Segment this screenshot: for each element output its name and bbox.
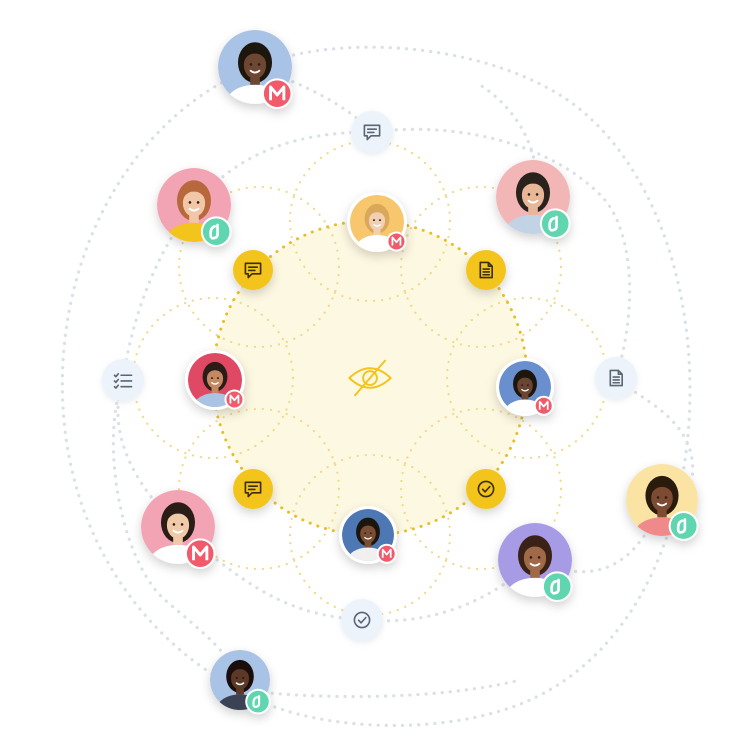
avatar-woman-curly-glasses (498, 523, 573, 602)
brand-m-badge (224, 389, 245, 410)
avatar-man-beard (496, 160, 571, 239)
check-circle-icon (353, 611, 371, 629)
inner-orbit-circle (177, 185, 341, 349)
orbit-line (238, 678, 522, 699)
avatar-woman-afro (626, 464, 699, 541)
brand-m-badge (184, 538, 216, 569)
avatar-woman-dark-hair (141, 490, 216, 569)
outer-badge-checklist (102, 359, 144, 401)
brand-j-badge (668, 510, 699, 541)
brand-m-badge (261, 78, 293, 109)
brand-j-badge (541, 571, 573, 602)
brand-m-badge (376, 543, 397, 564)
brand-j-badge (539, 208, 571, 239)
inner-orbit-circle (399, 185, 563, 349)
orbit-line (176, 525, 537, 623)
avatar-man-suit (210, 650, 271, 715)
avatar-woman-curly (496, 358, 554, 416)
inner-orbit-circle (399, 407, 563, 571)
chat-icon (363, 124, 381, 141)
eye-slash-icon (348, 359, 392, 397)
outer-badge-chat (351, 111, 393, 153)
checklist-icon (113, 373, 133, 389)
orbit-line (533, 498, 664, 574)
document-icon (479, 261, 493, 279)
outer-badge-document (595, 357, 637, 399)
brand-j-badge (245, 688, 271, 715)
task-badge-document (466, 250, 506, 290)
check-circle-icon (477, 480, 495, 498)
avatar-woman-glasses (339, 506, 397, 564)
chat-icon (244, 481, 262, 498)
task-badge-chat (233, 469, 273, 509)
document-icon (609, 369, 623, 387)
brand-m-badge (386, 231, 407, 252)
inner-orbit-circle (177, 407, 341, 571)
participant-nodes (102, 30, 699, 715)
chat-icon (244, 262, 262, 279)
orbit-line (370, 127, 632, 380)
brand-j-badge (200, 216, 232, 247)
orbit-line (238, 45, 692, 728)
task-badge-check-circle (466, 469, 506, 509)
task-badge-chat (233, 250, 273, 290)
inner-orbit-circle (288, 139, 452, 303)
avatar-woman-blonde (347, 192, 407, 252)
background-orbit-lines (60, 45, 695, 728)
orbit-line (116, 203, 196, 529)
inner-orbit-circle (288, 453, 452, 617)
orbit-line (60, 65, 257, 692)
avatar-man-smiling (185, 350, 245, 410)
avatar-woman-braids (218, 30, 293, 109)
orbit-line (253, 65, 374, 134)
avatar-woman-red-hair (157, 168, 232, 247)
brand-m-badge (533, 395, 554, 416)
outer-badge-check-circle (341, 599, 383, 641)
